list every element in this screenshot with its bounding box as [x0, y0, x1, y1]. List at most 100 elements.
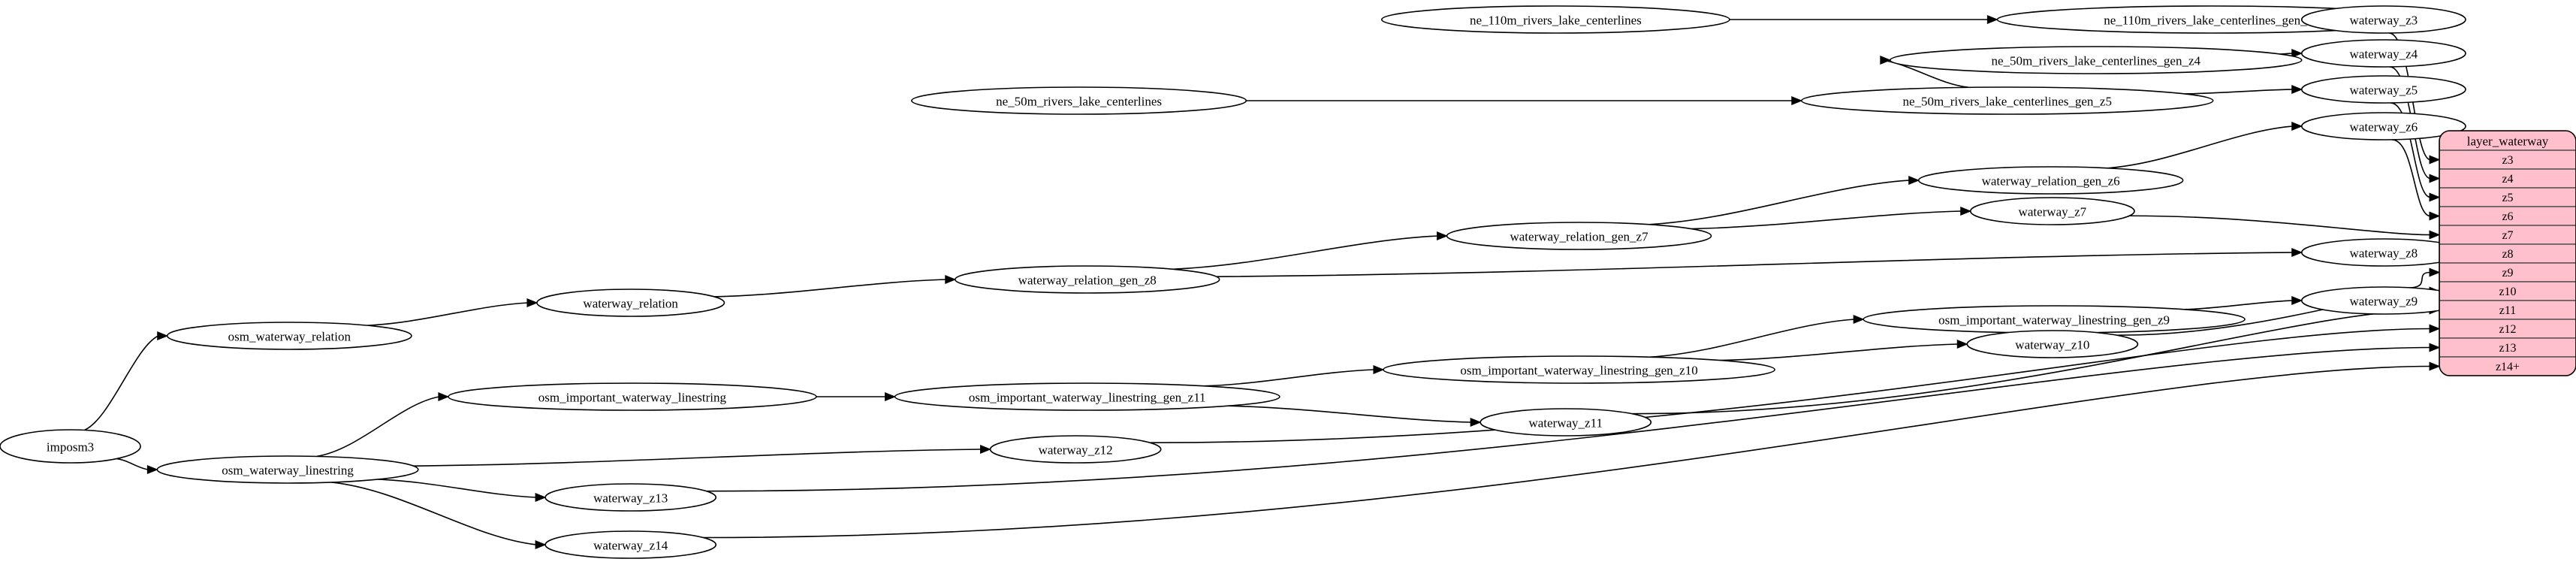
layer-table-row-z14+[interactable]	[2439, 356, 2576, 376]
node-label: ne_50m_rivers_lake_centerlines_gen_z5	[1902, 95, 2112, 109]
layer-table-row-label: z8	[2502, 248, 2513, 261]
edge-arrowhead	[945, 275, 957, 284]
node-label: waterway_z14	[593, 539, 668, 553]
graph-node-osm_important_waterway_linestring[interactable]: osm_important_waterway_linestring	[448, 382, 817, 411]
edge-arrowhead	[1908, 176, 1920, 185]
node-label: osm_waterway_linestring	[222, 464, 354, 478]
graph-node-waterway_relation_gen_z6[interactable]: waterway_relation_gen_z6	[1917, 166, 2184, 195]
node-ellipse	[2300, 112, 2466, 140]
graph-node-waterway_z8[interactable]: waterway_z8	[2300, 238, 2466, 267]
edge-waterway_z5-to-layer_waterway-z5	[2390, 102, 2431, 198]
edge-arrowhead	[2429, 267, 2441, 277]
edge-arrowhead	[2291, 248, 2303, 257]
node-ellipse	[1446, 222, 1712, 250]
layer-table-row-z7[interactable]	[2439, 225, 2576, 245]
graph-node-osm_waterway_relation[interactable]: osm_waterway_relation	[166, 322, 412, 350]
edge-arrowhead	[1853, 315, 1865, 324]
node-label: waterway_z5	[2350, 83, 2418, 98]
edge-arrowhead	[2291, 49, 2303, 58]
graph-node-osm_important_waterway_linestring_gen_z11[interactable]: osm_important_waterway_linestring_gen_z1…	[894, 382, 1280, 411]
graph-node-waterway_relation_gen_z8[interactable]: waterway_relation_gen_z8	[954, 265, 1220, 294]
edge-arrowhead	[535, 493, 547, 502]
layer-waterway-table: layer_waterwayz3z4z5z6z7z8z9z10z11z12z13…	[2439, 130, 2576, 376]
graph-node-ne_50m_rivers_lake_centerlines_gen_z5[interactable]: ne_50m_rivers_lake_centerlines_gen_z5	[1800, 86, 2214, 115]
node-label: ne_50m_rivers_lake_centerlines	[996, 95, 1162, 109]
node-label: osm_important_waterway_linestring_gen_z9	[1938, 313, 2170, 328]
edge-osm_important_waterway_linestring_gen_z11-to-osm_important_waterway_linestring_gen_z10	[1204, 369, 1374, 387]
edge-osm_important_waterway_linestring_gen_z10-to-osm_important_waterway_linestring_gen_z9	[1650, 319, 1855, 358]
edge-arrowhead	[980, 445, 991, 454]
node-ellipse	[1383, 355, 1775, 384]
node-ellipse	[156, 455, 419, 484]
edge-waterway_relation-to-waterway_relation_gen_z8	[714, 279, 946, 298]
node-label: imposm3	[47, 440, 94, 455]
layer-table-row-label: z5	[2502, 192, 2513, 204]
node-label: waterway_relation	[583, 297, 678, 311]
graph-node-imposm3[interactable]: imposm3	[0, 429, 141, 464]
edge-arrowhead	[885, 392, 896, 401]
graph-node-waterway_z12[interactable]: waterway_z12	[989, 435, 1162, 464]
node-ellipse	[1480, 408, 1652, 437]
layer-table-row-label: z6	[2502, 210, 2513, 223]
graph-node-waterway_z13[interactable]: waterway_z13	[544, 483, 717, 512]
node-ellipse	[2300, 75, 2466, 104]
node-ellipse	[544, 483, 717, 512]
node-label: waterway_z3	[2350, 14, 2418, 28]
node-label: waterway_z7	[2019, 205, 2087, 219]
node-label: waterway_z11	[1528, 416, 1603, 431]
node-label: waterway_z12	[1039, 443, 1113, 458]
graph-node-osm_waterway_linestring[interactable]: osm_waterway_linestring	[156, 455, 419, 484]
graph-node-waterway_relation_gen_z7[interactable]: waterway_relation_gen_z7	[1446, 222, 1712, 250]
layer-table-row-label: z9	[2502, 267, 2513, 279]
edge-waterway_z13-to-layer_waterway-z13	[706, 346, 2431, 492]
node-ellipse	[2300, 5, 2466, 34]
node-label: ne_50m_rivers_lake_centerlines_gen_z4	[1992, 54, 2201, 68]
graph-node-waterway_relation[interactable]: waterway_relation	[536, 289, 725, 317]
node-ellipse	[2300, 39, 2466, 68]
edge-arrowhead	[2429, 230, 2441, 240]
edge-waterway_relation_gen_z8-to-waterway_z8	[1216, 252, 2293, 277]
node-label: waterway_z6	[2350, 120, 2418, 134]
graph-node-waterway_z14[interactable]: waterway_z14	[544, 530, 717, 559]
layer-table-row-z12[interactable]	[2439, 319, 2576, 339]
layer-table-row-z4[interactable]	[2439, 168, 2576, 189]
layer-table-row-z10[interactable]	[2439, 281, 2576, 301]
layer-table-header-label: layer_waterway	[2467, 134, 2549, 149]
node-ellipse	[166, 322, 412, 350]
layer-table-row-z8[interactable]	[2439, 243, 2576, 264]
node-label: waterway_z10	[2015, 338, 2089, 352]
graph-node-osm_important_waterway_linestring_gen_z9[interactable]: osm_important_waterway_linestring_gen_z9	[1863, 305, 2246, 334]
graph-node-ne_50m_rivers_lake_centerlines_gen_z4[interactable]: ne_50m_rivers_lake_centerlines_gen_z4	[1890, 46, 2303, 74]
node-ellipse	[911, 86, 1247, 115]
node-label: waterway_z9	[2350, 295, 2418, 309]
graph-node-ne_50m_rivers_lake_centerlines[interactable]: ne_50m_rivers_lake_centerlines	[911, 86, 1247, 115]
layer-table-row-label: z3	[2502, 154, 2513, 167]
edge-osm_important_waterway_linestring_gen_z11-to-waterway_z11	[1228, 405, 1472, 423]
graph-node-waterway_z5[interactable]: waterway_z5	[2300, 75, 2466, 104]
edge-osm_waterway_linestring-to-osm_important_waterway_linestring	[316, 396, 440, 458]
graph-node-waterway_z7[interactable]: waterway_z7	[1969, 197, 2135, 225]
graph-node-waterway_z6[interactable]: waterway_z6	[2300, 112, 2466, 140]
edge-waterway_z12-to-layer_waterway-z12	[1150, 328, 2431, 444]
edge-ne_50m_rivers_lake_centerlines_gen_z5-to-waterway_z5	[2185, 89, 2293, 95]
edge-imposm3-to-osm_waterway_relation	[84, 335, 159, 431]
node-ellipse	[0, 429, 141, 464]
layer-table-row-label: z13	[2499, 342, 2516, 355]
graph-node-waterway_z11[interactable]: waterway_z11	[1480, 408, 1652, 437]
graph-node-waterway_z10[interactable]: waterway_z10	[1966, 330, 2139, 358]
layer-table-row-z3[interactable]	[2439, 150, 2576, 170]
edge-arrowhead	[2429, 343, 2441, 352]
edge-waterway_z14-to-layer_waterway-z14+	[703, 365, 2431, 539]
graph-node-osm_important_waterway_linestring_gen_z10[interactable]: osm_important_waterway_linestring_gen_z1…	[1383, 355, 1775, 384]
edge-arrowhead	[2429, 361, 2441, 371]
graph-node-waterway_z3[interactable]: waterway_z3	[2300, 5, 2466, 34]
layer-table-row-z13[interactable]	[2439, 337, 2576, 358]
layer-table-row-z9[interactable]	[2439, 262, 2576, 282]
graph-node-ne_110m_rivers_lake_centerlines[interactable]: ne_110m_rivers_lake_centerlines	[1380, 5, 1730, 34]
graph-node-waterway_z4[interactable]: waterway_z4	[2300, 39, 2466, 68]
edge-ne_50m_rivers_lake_centerlines_gen_z5-to-ne_50m_rivers_lake_centerlines_gen_z4	[1881, 59, 1969, 89]
edge-arrowhead	[2429, 211, 2441, 221]
edge-arrowhead	[1960, 207, 1972, 216]
